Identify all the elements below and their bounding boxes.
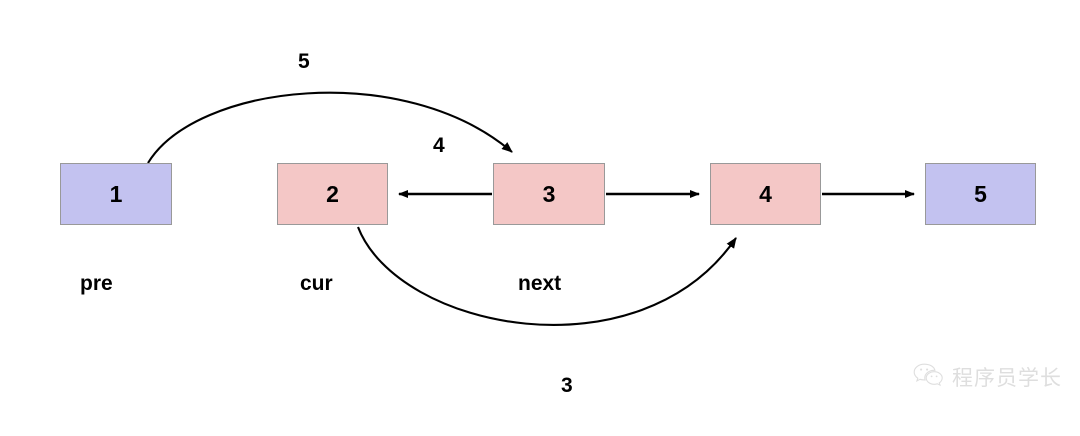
node-value: 1: [109, 180, 123, 207]
edge-label-4: 4: [433, 134, 445, 157]
node-value: 3: [542, 180, 556, 207]
wechat-icon: [913, 362, 943, 392]
list-node-4[interactable]: 4: [710, 163, 821, 225]
pointer-label-cur: cur: [300, 272, 333, 295]
node-value: 5: [974, 180, 987, 207]
node-value: 4: [759, 180, 772, 207]
list-node-3[interactable]: 3: [493, 163, 605, 225]
edge-1-to-3: [147, 91, 513, 164]
edge-2-to-4: [357, 226, 737, 326]
watermark: 程序员学长: [913, 362, 1062, 392]
node-value: 2: [326, 180, 339, 207]
list-node-1[interactable]: 1: [60, 163, 172, 225]
edge-label-3: 3: [561, 374, 573, 397]
pointer-label-pre: pre: [80, 272, 113, 295]
list-node-2[interactable]: 2: [277, 163, 388, 225]
edge-label-5: 5: [298, 50, 310, 73]
list-node-5[interactable]: 5: [925, 163, 1036, 225]
pointer-label-next: next: [518, 272, 562, 295]
watermark-text: 程序员学长: [952, 367, 1062, 390]
